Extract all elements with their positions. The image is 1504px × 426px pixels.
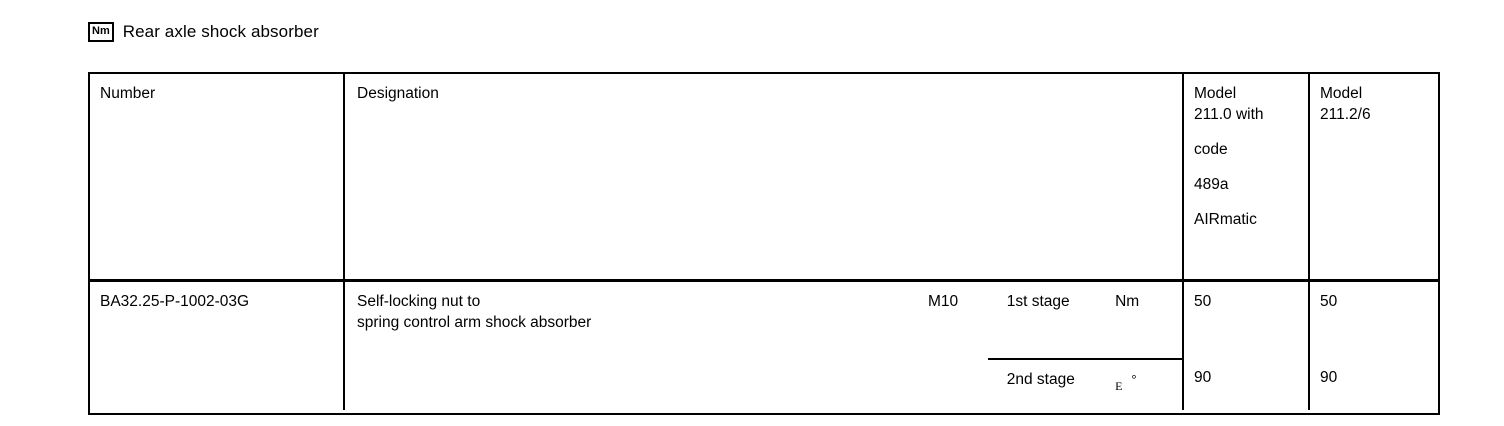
table-row: 2nd stage E° 90 90 [90,358,1438,410]
model-b-line-2: 211.2/6 [1320,106,1371,123]
designation-cell-stage2: 2nd stage E° [345,358,1184,410]
designation-line-1: Self-locking nut to [357,293,481,310]
torque-value-model-a: 90 [1184,358,1310,410]
table-row: BA32.25-P-1002-03G Self-locking nut to s… [90,282,1438,358]
designation-cell-stage1: Self-locking nut to spring control arm s… [345,282,1184,358]
model-a-line-4: 489a [1194,176,1229,193]
model-a-line-3: code [1194,141,1228,158]
column-header-model-a: Model 211.0 with code 489a AIRmatic [1184,74,1310,279]
model-a-line-2: 211.0 with [1194,106,1264,123]
designation-line-2: spring control arm shock absorber [357,314,592,331]
tightening-stage-label: 2nd stage [1006,371,1075,388]
torque-value-model-b: 50 [1320,293,1338,310]
torque-value-model-a: 50 [1184,282,1310,358]
model-a-line-5: AIRmatic [1194,211,1257,228]
thread-size-value: M10 [928,293,959,310]
model-a-line-1: Model [1194,85,1237,102]
angle-unit-label: E° [1115,369,1182,397]
degree-symbol-icon: ° [1131,372,1137,387]
stage-divider-line [988,358,1182,360]
part-number-cell: BA32.25-P-1002-03G [90,282,345,358]
torque-value-model-b: 90 [1320,369,1338,386]
column-header-model-b: Model 211.2/6 [1310,74,1436,279]
newton-meter-badge-icon: Nm [88,22,114,42]
table-header-row: Number Designation Model 211.0 with code… [90,74,1438,282]
designation-text: Self-locking nut to spring control arm s… [357,291,928,333]
torque-unit-label: Nm [1115,293,1140,310]
part-number-cell-empty [90,358,345,410]
column-header-designation: Designation [345,74,1184,279]
column-header-number: Number [90,74,345,279]
tightening-stage-label: 1st stage [1006,293,1070,310]
page-title: Rear axle shock absorber [122,22,319,41]
model-b-line-1: Model [1320,85,1363,102]
document-title-row: Nm Rear axle shock absorber [88,22,319,42]
angle-unit-symbol: E [1115,379,1123,394]
torque-specification-table: Number Designation Model 211.0 with code… [88,72,1440,415]
